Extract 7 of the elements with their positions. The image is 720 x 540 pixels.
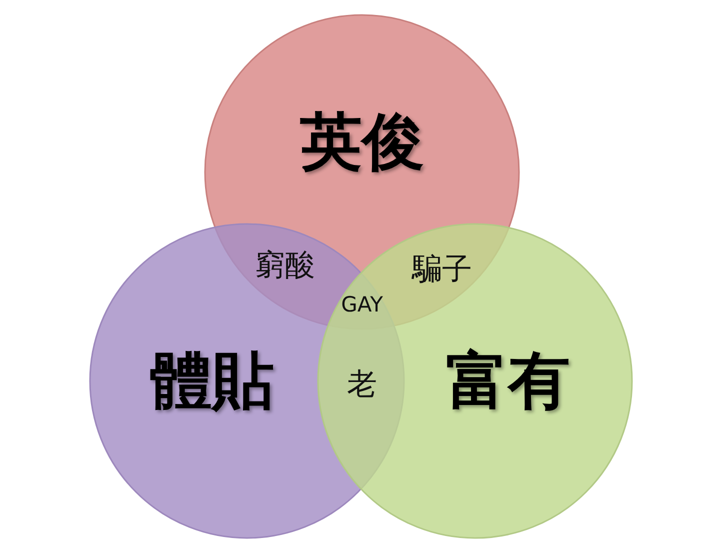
intersection-label: 騙子 [412,255,472,285]
set-label: 富有 [446,350,570,412]
set-label: 體貼 [150,350,274,412]
set-label: 英俊 [300,111,424,173]
intersection-label: 老 [347,370,377,400]
intersection-label: 窮酸 [255,251,315,281]
intersection-label: GAY [341,294,383,316]
